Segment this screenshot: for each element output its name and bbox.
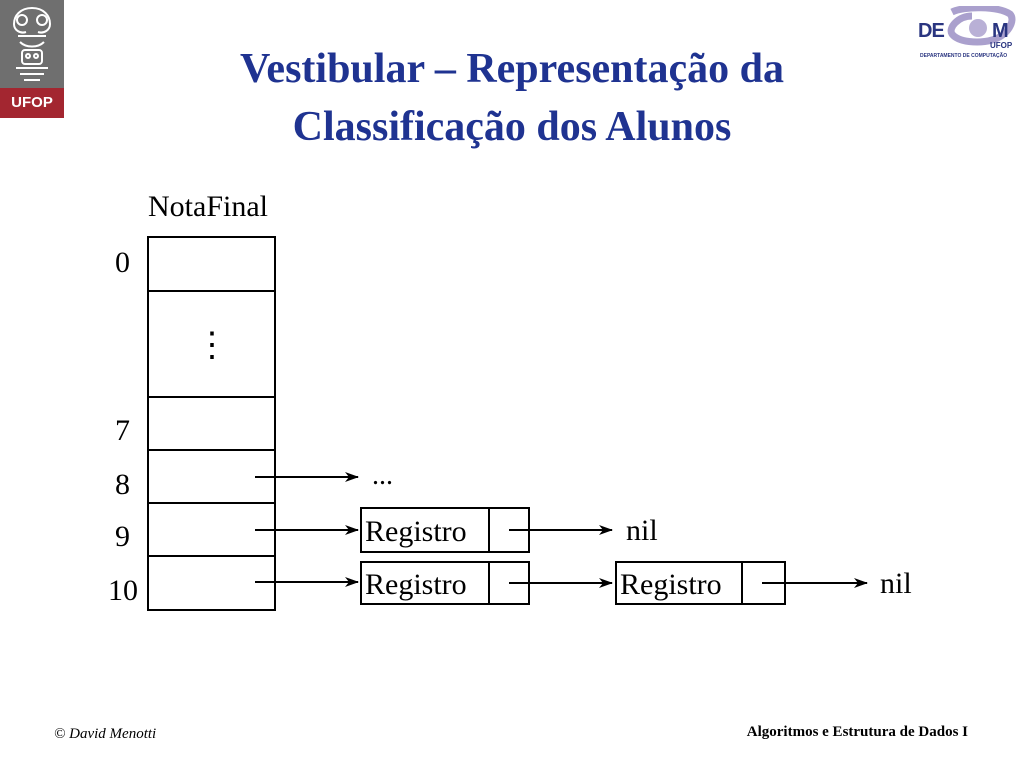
record-label: Registro	[620, 568, 722, 601]
index-label-8: 8	[115, 468, 130, 501]
decom-ufop: UFOP	[990, 41, 1013, 50]
decom-text-de: DE	[918, 20, 945, 42]
nil-label-9: nil	[626, 514, 658, 547]
decom-text-m: M	[992, 20, 1009, 42]
nil-label-10: nil	[880, 567, 912, 600]
decom-logo: DE M UFOP DEPARTAMENTO DE COMPUTAÇÃO	[918, 6, 1022, 64]
page-title: Vestibular – Representação da Classifica…	[120, 40, 904, 156]
page-title-line2: Classificação dos Alunos	[292, 104, 732, 150]
index-label-9: 9	[115, 520, 130, 553]
array-label: NotaFinal	[148, 190, 268, 223]
page-title-line1: Vestibular – Representação da	[239, 46, 785, 92]
record-label: Registro	[365, 515, 467, 548]
chain-ellipsis-8: ...	[372, 460, 393, 491]
decom-department: DEPARTAMENTO DE COMPUTAÇÃO	[920, 53, 1008, 59]
ufop-emblem-icon	[12, 7, 52, 81]
array-column	[147, 236, 276, 611]
footer-course: Algoritmos e Estrutura de Dados I	[746, 724, 968, 740]
decom-text: DE M	[918, 20, 1009, 43]
array-ellipsis: ⋮	[195, 327, 229, 364]
record-node-9: Registro	[360, 507, 530, 553]
array-outline	[147, 236, 276, 611]
record-node-10a: Registro	[360, 561, 530, 605]
index-label-7: 7	[115, 414, 130, 447]
ufop-label: UFOP	[0, 88, 64, 118]
index-label-10: 10	[108, 574, 138, 607]
footer-author: © David Menotti	[54, 726, 157, 742]
record-label: Registro	[365, 568, 467, 601]
record-node-10b: Registro	[615, 561, 786, 605]
decom-swirl-icon	[947, 6, 1016, 46]
index-label-0: 0	[115, 246, 130, 279]
